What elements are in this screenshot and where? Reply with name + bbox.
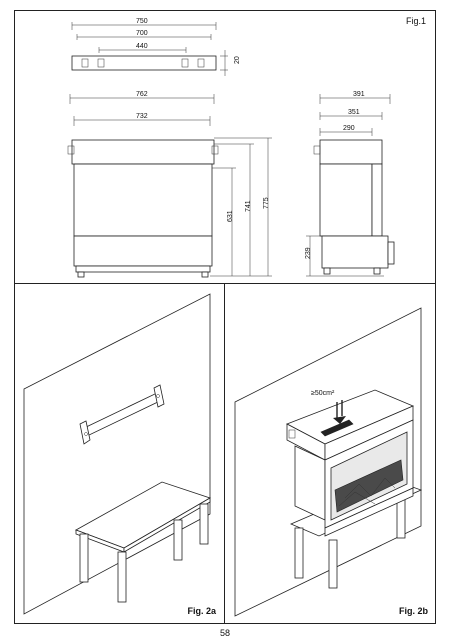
fig1-panel: Fig.1 750 700 440 bbox=[14, 10, 436, 284]
fig1-drawing: 750 700 440 20 bbox=[67, 18, 395, 278]
fig1-label: Fig.1 bbox=[405, 16, 426, 26]
fig2a-panel: Fig. 2a bbox=[14, 284, 225, 624]
fig2b-drawing bbox=[234, 307, 423, 617]
dim-750: 750 bbox=[136, 18, 148, 25]
page-number: 58 bbox=[219, 628, 230, 638]
vent-grille bbox=[320, 419, 354, 437]
dim-700: 700 bbox=[136, 30, 148, 37]
log-bed bbox=[334, 459, 404, 513]
fig2b-panel: ≥50cm² Fig. 2b bbox=[225, 284, 436, 624]
dim-775: 775 bbox=[263, 197, 270, 209]
dim-20: 20 bbox=[234, 56, 241, 64]
dim-631: 631 bbox=[227, 210, 234, 222]
fig2a-label: Fig. 2a bbox=[187, 606, 216, 616]
dim-351: 351 bbox=[348, 109, 360, 116]
vent-label: ≥50cm² bbox=[311, 390, 335, 397]
dim-440: 440 bbox=[136, 43, 148, 50]
dim-741: 741 bbox=[245, 200, 252, 212]
table bbox=[75, 481, 211, 603]
page-frame bbox=[14, 10, 436, 624]
airflow-arrow bbox=[333, 400, 346, 424]
dim-762: 762 bbox=[136, 91, 148, 98]
fig2b-label: Fig. 2b bbox=[399, 606, 428, 616]
dim-239: 239 bbox=[305, 247, 312, 259]
dim-732: 732 bbox=[136, 113, 148, 120]
dim-290: 290 bbox=[343, 125, 355, 132]
dim-391: 391 bbox=[353, 91, 365, 98]
side-view: 391 351 290 bbox=[305, 91, 395, 277]
fig2a-drawing bbox=[23, 293, 211, 615]
wall-bracket bbox=[79, 384, 165, 445]
fireplace-unit bbox=[286, 389, 415, 537]
top-view: 750 700 440 20 bbox=[71, 18, 241, 76]
front-view: 762 732 631 bbox=[67, 91, 272, 278]
wall bbox=[23, 293, 211, 615]
